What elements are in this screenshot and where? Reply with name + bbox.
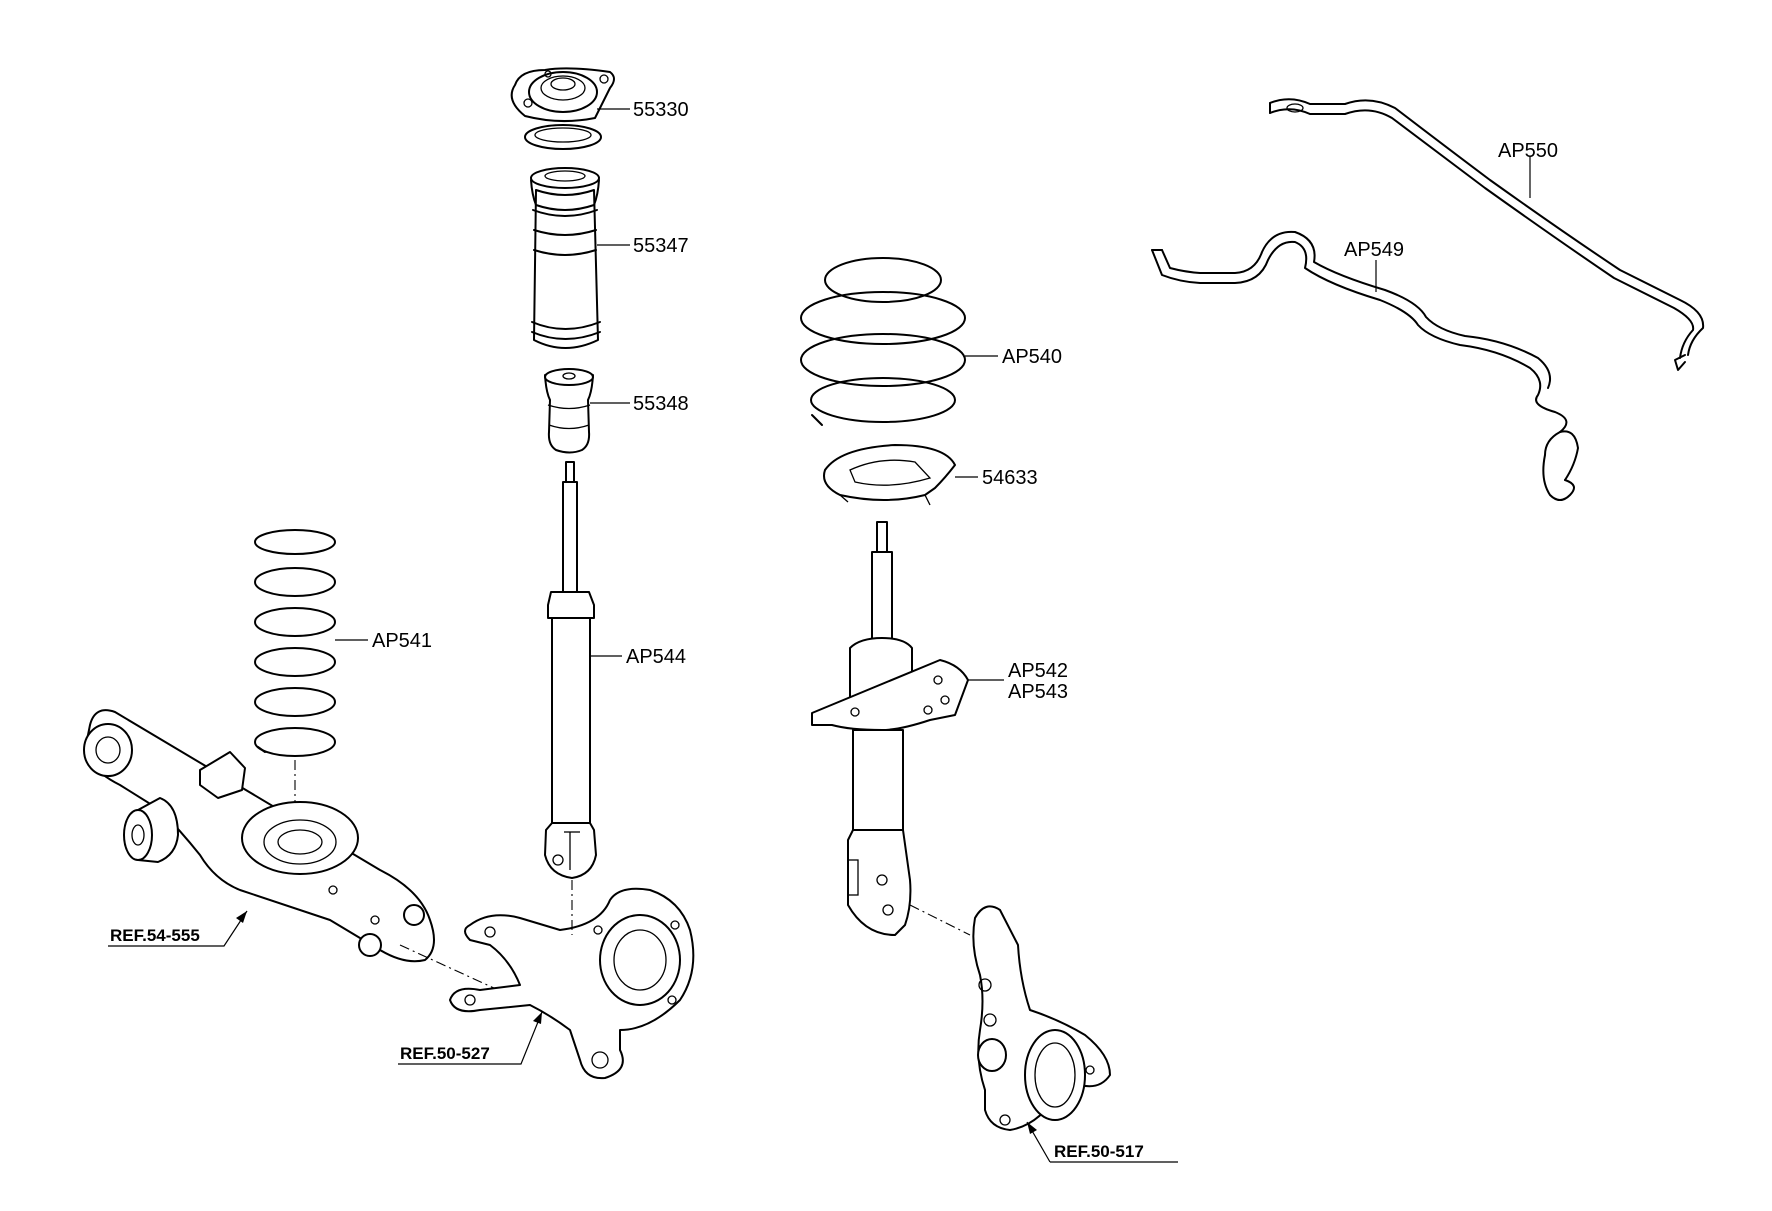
label-55347: 55347 bbox=[633, 235, 689, 257]
front-strut-AP542-AP543 bbox=[811, 521, 971, 936]
label-AP543: AP543 bbox=[1008, 681, 1068, 703]
bump-stopper-55348 bbox=[544, 368, 594, 454]
strut-mount-55330 bbox=[510, 67, 615, 150]
front-coil-spring-AP540 bbox=[800, 257, 966, 426]
ref-50-527: REF.50-527 bbox=[400, 1044, 490, 1063]
label-AP540: AP540 bbox=[1002, 346, 1062, 368]
label-54633: 54633 bbox=[982, 467, 1038, 489]
spring-seat-54633 bbox=[823, 444, 956, 506]
ref-50-517: REF.50-517 bbox=[1054, 1142, 1144, 1161]
rear-coil-spring-AP541 bbox=[254, 529, 336, 870]
rear-lower-arm bbox=[83, 709, 521, 1001]
label-55330: 55330 bbox=[633, 99, 689, 121]
part-labels: 55330 55347 55348 AP544 AP541 AP540 5463… bbox=[335, 99, 1558, 703]
label-AP544: AP544 bbox=[626, 646, 686, 668]
label-55348: 55348 bbox=[633, 393, 689, 415]
stabilizer-bar-AP549 bbox=[1151, 230, 1579, 501]
label-AP541: AP541 bbox=[372, 630, 432, 652]
label-AP550: AP550 bbox=[1498, 140, 1558, 162]
front-knuckle bbox=[972, 905, 1111, 1131]
rear-knuckle bbox=[449, 880, 695, 1080]
label-AP549: AP549 bbox=[1344, 239, 1404, 261]
dust-boot-55347 bbox=[530, 167, 601, 349]
label-AP542: AP542 bbox=[1008, 660, 1068, 682]
rear-shock-absorber-AP544 bbox=[544, 461, 597, 879]
reference-callouts: REF.54-555 REF.50-527 REF.50-517 bbox=[108, 910, 1178, 1163]
ref-54-555: REF.54-555 bbox=[110, 926, 200, 945]
stabilizer-bar-AP550 bbox=[1269, 98, 1705, 371]
